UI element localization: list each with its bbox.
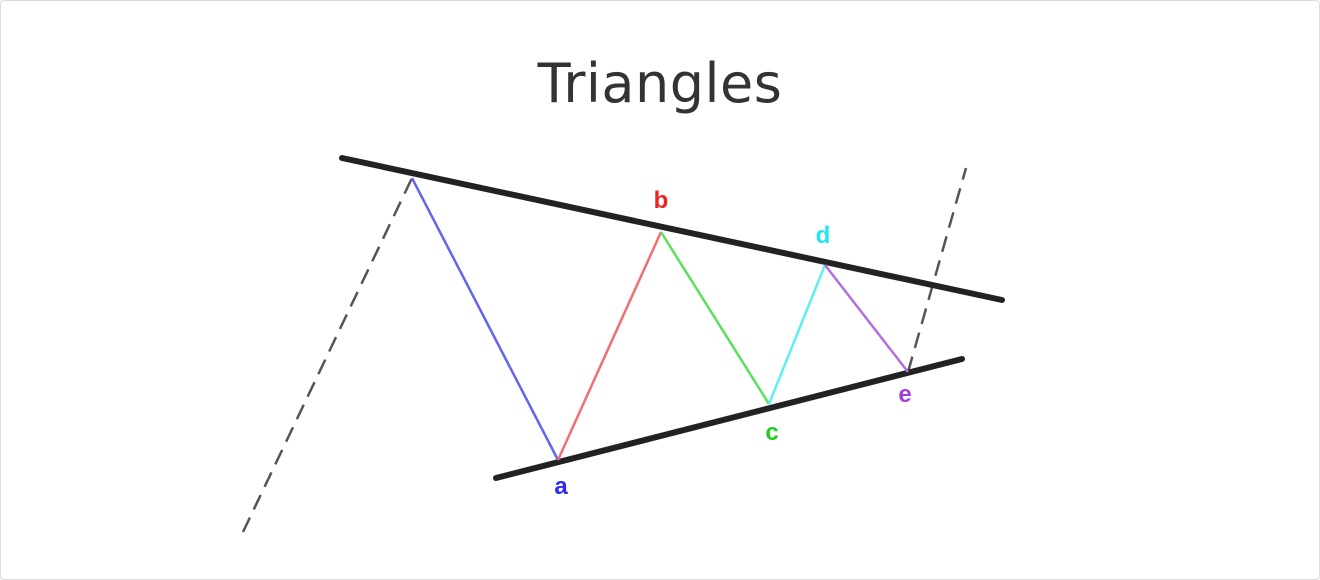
wave-d-line [767, 264, 827, 405]
upper-trendline [339, 155, 1005, 303]
point-label-d: d [816, 222, 831, 249]
wave-e-line [824, 264, 909, 373]
diagram-title: Triangles [537, 52, 783, 115]
wave-c-line [659, 231, 771, 405]
prior-trend-dashed-line [241, 177, 414, 533]
wave-a-line [410, 177, 560, 461]
point-label-c: c [765, 419, 778, 446]
point-label-e: e [898, 381, 911, 408]
wave-b-line [556, 231, 663, 461]
lower-trendline [493, 356, 965, 481]
breakout-dashed-line [906, 167, 968, 373]
point-label-b: b [654, 187, 669, 214]
point-label-a: a [554, 473, 568, 500]
